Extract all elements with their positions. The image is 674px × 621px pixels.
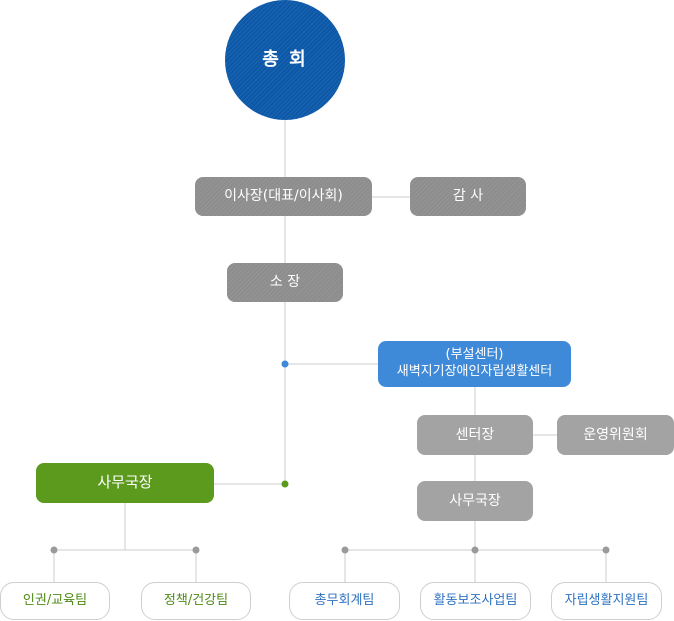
director-node: 소 장 [227,263,343,302]
chairman-label: 이사장(대표/이사회) [224,188,343,205]
team-box-policy-health: 정책/건강팀 [141,582,251,620]
center-head-label: 센터장 [455,426,495,443]
junction-dot [471,546,479,554]
team-label: 정책/건강팀 [163,592,229,608]
secretary-general-left-label: 사무국장 [97,473,153,492]
general-assembly-node: 총 회 [225,0,345,120]
team-label: 총무회계팀 [314,592,375,608]
team-label: 자립생활지원팀 [564,592,649,608]
auditor-label: 감 사 [452,188,484,205]
center-head-node: 센터장 [417,415,533,455]
junction-dot [341,546,349,554]
center-label-line1: (부설센터) [445,347,504,363]
team-label: 인권/교육팀 [22,592,88,608]
secretary-general-left-node: 사무국장 [36,463,214,503]
general-assembly-label: 총 회 [262,49,308,71]
center-node: (부설센터) 새벽지기장애인자립생활센터 [378,341,571,387]
secretary-junction-dot [281,480,289,488]
team-box-general-affairs-accounting: 총무회계팀 [289,582,400,620]
steering-committee-node: 운영위원회 [557,415,674,455]
center-label-line2: 새벽지기장애인자립생활센터 [396,364,553,379]
chairman-node: 이사장(대표/이사회) [195,177,372,216]
team-box-personal-assistance: 활동보조사업팀 [420,582,531,620]
secretary-general-right-node: 사무국장 [417,481,533,521]
team-box-independent-living-support: 자립생활지원팀 [551,582,662,620]
team-label: 활동보조사업팀 [433,592,518,608]
junction-dot [192,546,200,554]
director-label: 소 장 [269,274,301,291]
center-junction-dot [281,360,289,368]
junction-dot [50,546,58,554]
junction-dot [602,546,610,554]
team-box-human-rights-education: 인권/교육팀 [0,582,110,620]
secretary-general-right-label: 사무국장 [449,492,501,509]
steering-committee-label: 운영위원회 [583,426,648,443]
auditor-node: 감 사 [410,177,526,216]
